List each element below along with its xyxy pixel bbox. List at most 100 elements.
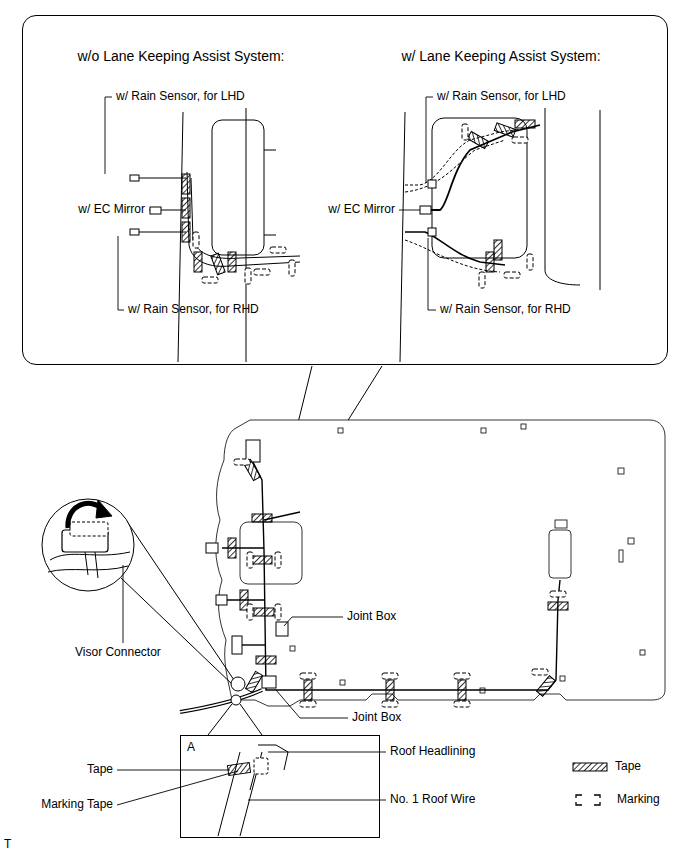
roof-wire	[180, 690, 262, 712]
legend-text: Tape	[615, 760, 641, 774]
panel-left-illustration	[245, 268, 251, 284]
part-name: Joint Box	[347, 610, 396, 624]
panel-right-illustration	[600, 110, 601, 290]
panel-left-illustration	[130, 108, 300, 362]
callout-panel: w/o Lane Keeping Assist System:w/ Lane K…	[22, 15, 668, 365]
inset-a-detail	[227, 763, 250, 776]
part-name: No. 1 Roof Wire	[390, 793, 475, 807]
panel-right-illustration	[494, 240, 502, 260]
panel-left-illustration	[228, 252, 236, 272]
panel-right-illustration	[428, 180, 436, 188]
option-label: w/ EC Mirror	[328, 203, 395, 217]
marking-swatch	[576, 802, 582, 805]
panel-right-illustration	[405, 140, 505, 192]
roof-wire	[240, 590, 248, 610]
roof-headliner	[340, 680, 345, 685]
roof-wire	[234, 459, 250, 465]
panel-right-illustration	[431, 125, 540, 210]
visor-connector-detail	[42, 499, 245, 691]
marking-swatch	[576, 795, 582, 798]
panel-heading: w/ Lane Keeping Assist System:	[401, 48, 600, 64]
option-label: w/ Rain Sensor, for RHD	[128, 303, 259, 317]
leader-lines	[399, 210, 420, 211]
panel-right-illustration	[504, 272, 520, 278]
visor-connector-detail	[85, 552, 98, 578]
panel-right-illustration	[479, 272, 485, 288]
roof-wire	[216, 595, 227, 605]
panel-left-illustration	[211, 253, 225, 275]
panel-left-illustration	[139, 178, 186, 232]
roof-wire	[228, 538, 236, 558]
leader-lines	[105, 97, 112, 174]
inset-a-detail	[208, 704, 232, 735]
marking-swatch	[594, 795, 600, 798]
visor-connector-detail	[231, 677, 245, 691]
roof-wire	[304, 680, 312, 700]
legend-swatch	[570, 789, 610, 811]
marking-swatch	[594, 802, 600, 805]
roof-wire	[246, 671, 263, 692]
panel-right-illustration	[515, 120, 535, 128]
roof-wire	[454, 673, 470, 679]
visor-connector-detail	[70, 522, 108, 536]
inset-a-detail	[208, 695, 288, 836]
part-name: Tape	[87, 763, 113, 777]
leader-lines	[118, 236, 124, 310]
visor-connector-detail	[42, 499, 134, 591]
roof-wire	[247, 552, 253, 568]
panel-left-illustration	[270, 247, 286, 253]
figure-code: T	[4, 838, 11, 852]
panel-right-illustration	[512, 137, 528, 143]
panel-right-illustration	[428, 228, 436, 236]
panel-left-illustration	[202, 277, 218, 283]
leader-lines	[276, 690, 348, 718]
visor-connector-detail	[48, 566, 128, 572]
panel-left-illustration	[289, 260, 295, 276]
leader-lines	[426, 97, 433, 183]
tape-swatch	[573, 763, 607, 771]
visor-connector-detail	[50, 552, 130, 560]
leader-lines	[428, 238, 436, 310]
leader-lines	[268, 752, 386, 753]
option-label: w/ Rain Sensor, for RHD	[440, 303, 571, 317]
option-label: w/ Rain Sensor, for LHD	[116, 90, 245, 104]
roof-wire	[240, 644, 265, 645]
panel-right-illustration	[486, 252, 494, 272]
panel-right-illustration	[432, 118, 527, 258]
roof-wire	[300, 673, 316, 679]
inset-box: A	[180, 735, 380, 838]
roof-wire	[454, 701, 470, 707]
roof-headliner	[290, 646, 295, 651]
roof-wire	[232, 636, 242, 654]
roof-headliner	[338, 428, 343, 433]
leader-lines	[117, 771, 238, 805]
panel-left-illustration	[182, 198, 190, 218]
roof-wire	[206, 543, 218, 553]
visor-connector-detail	[96, 500, 112, 518]
panel-left-illustration	[264, 150, 276, 235]
option-label: w/ Rain Sensor, for LHD	[437, 90, 566, 104]
panel-right-illustration	[420, 206, 431, 214]
roof-headliner	[521, 424, 526, 429]
roof-wire	[532, 669, 548, 675]
roof-wire	[256, 656, 276, 664]
visor-connector-detail	[121, 578, 234, 686]
panel-right-illustration	[462, 124, 468, 140]
roof-headliner	[628, 538, 634, 544]
part-name: Joint Box	[352, 711, 401, 725]
roof-wire	[252, 556, 272, 564]
leader-lines	[117, 770, 230, 771]
leader-lines	[284, 617, 343, 626]
roof-wire	[386, 680, 394, 700]
roof-headliner	[240, 522, 302, 584]
inset-a-detail	[254, 758, 268, 774]
roof-wire	[247, 604, 253, 620]
panel-left-illustration	[193, 232, 199, 248]
panel-left-illustration	[150, 207, 161, 214]
roof-headliner	[560, 676, 565, 681]
part-name: Roof Headlining	[390, 745, 475, 759]
roof-wire	[275, 552, 281, 568]
legend-swatch	[570, 756, 610, 778]
panel-left-illustration	[212, 120, 264, 255]
